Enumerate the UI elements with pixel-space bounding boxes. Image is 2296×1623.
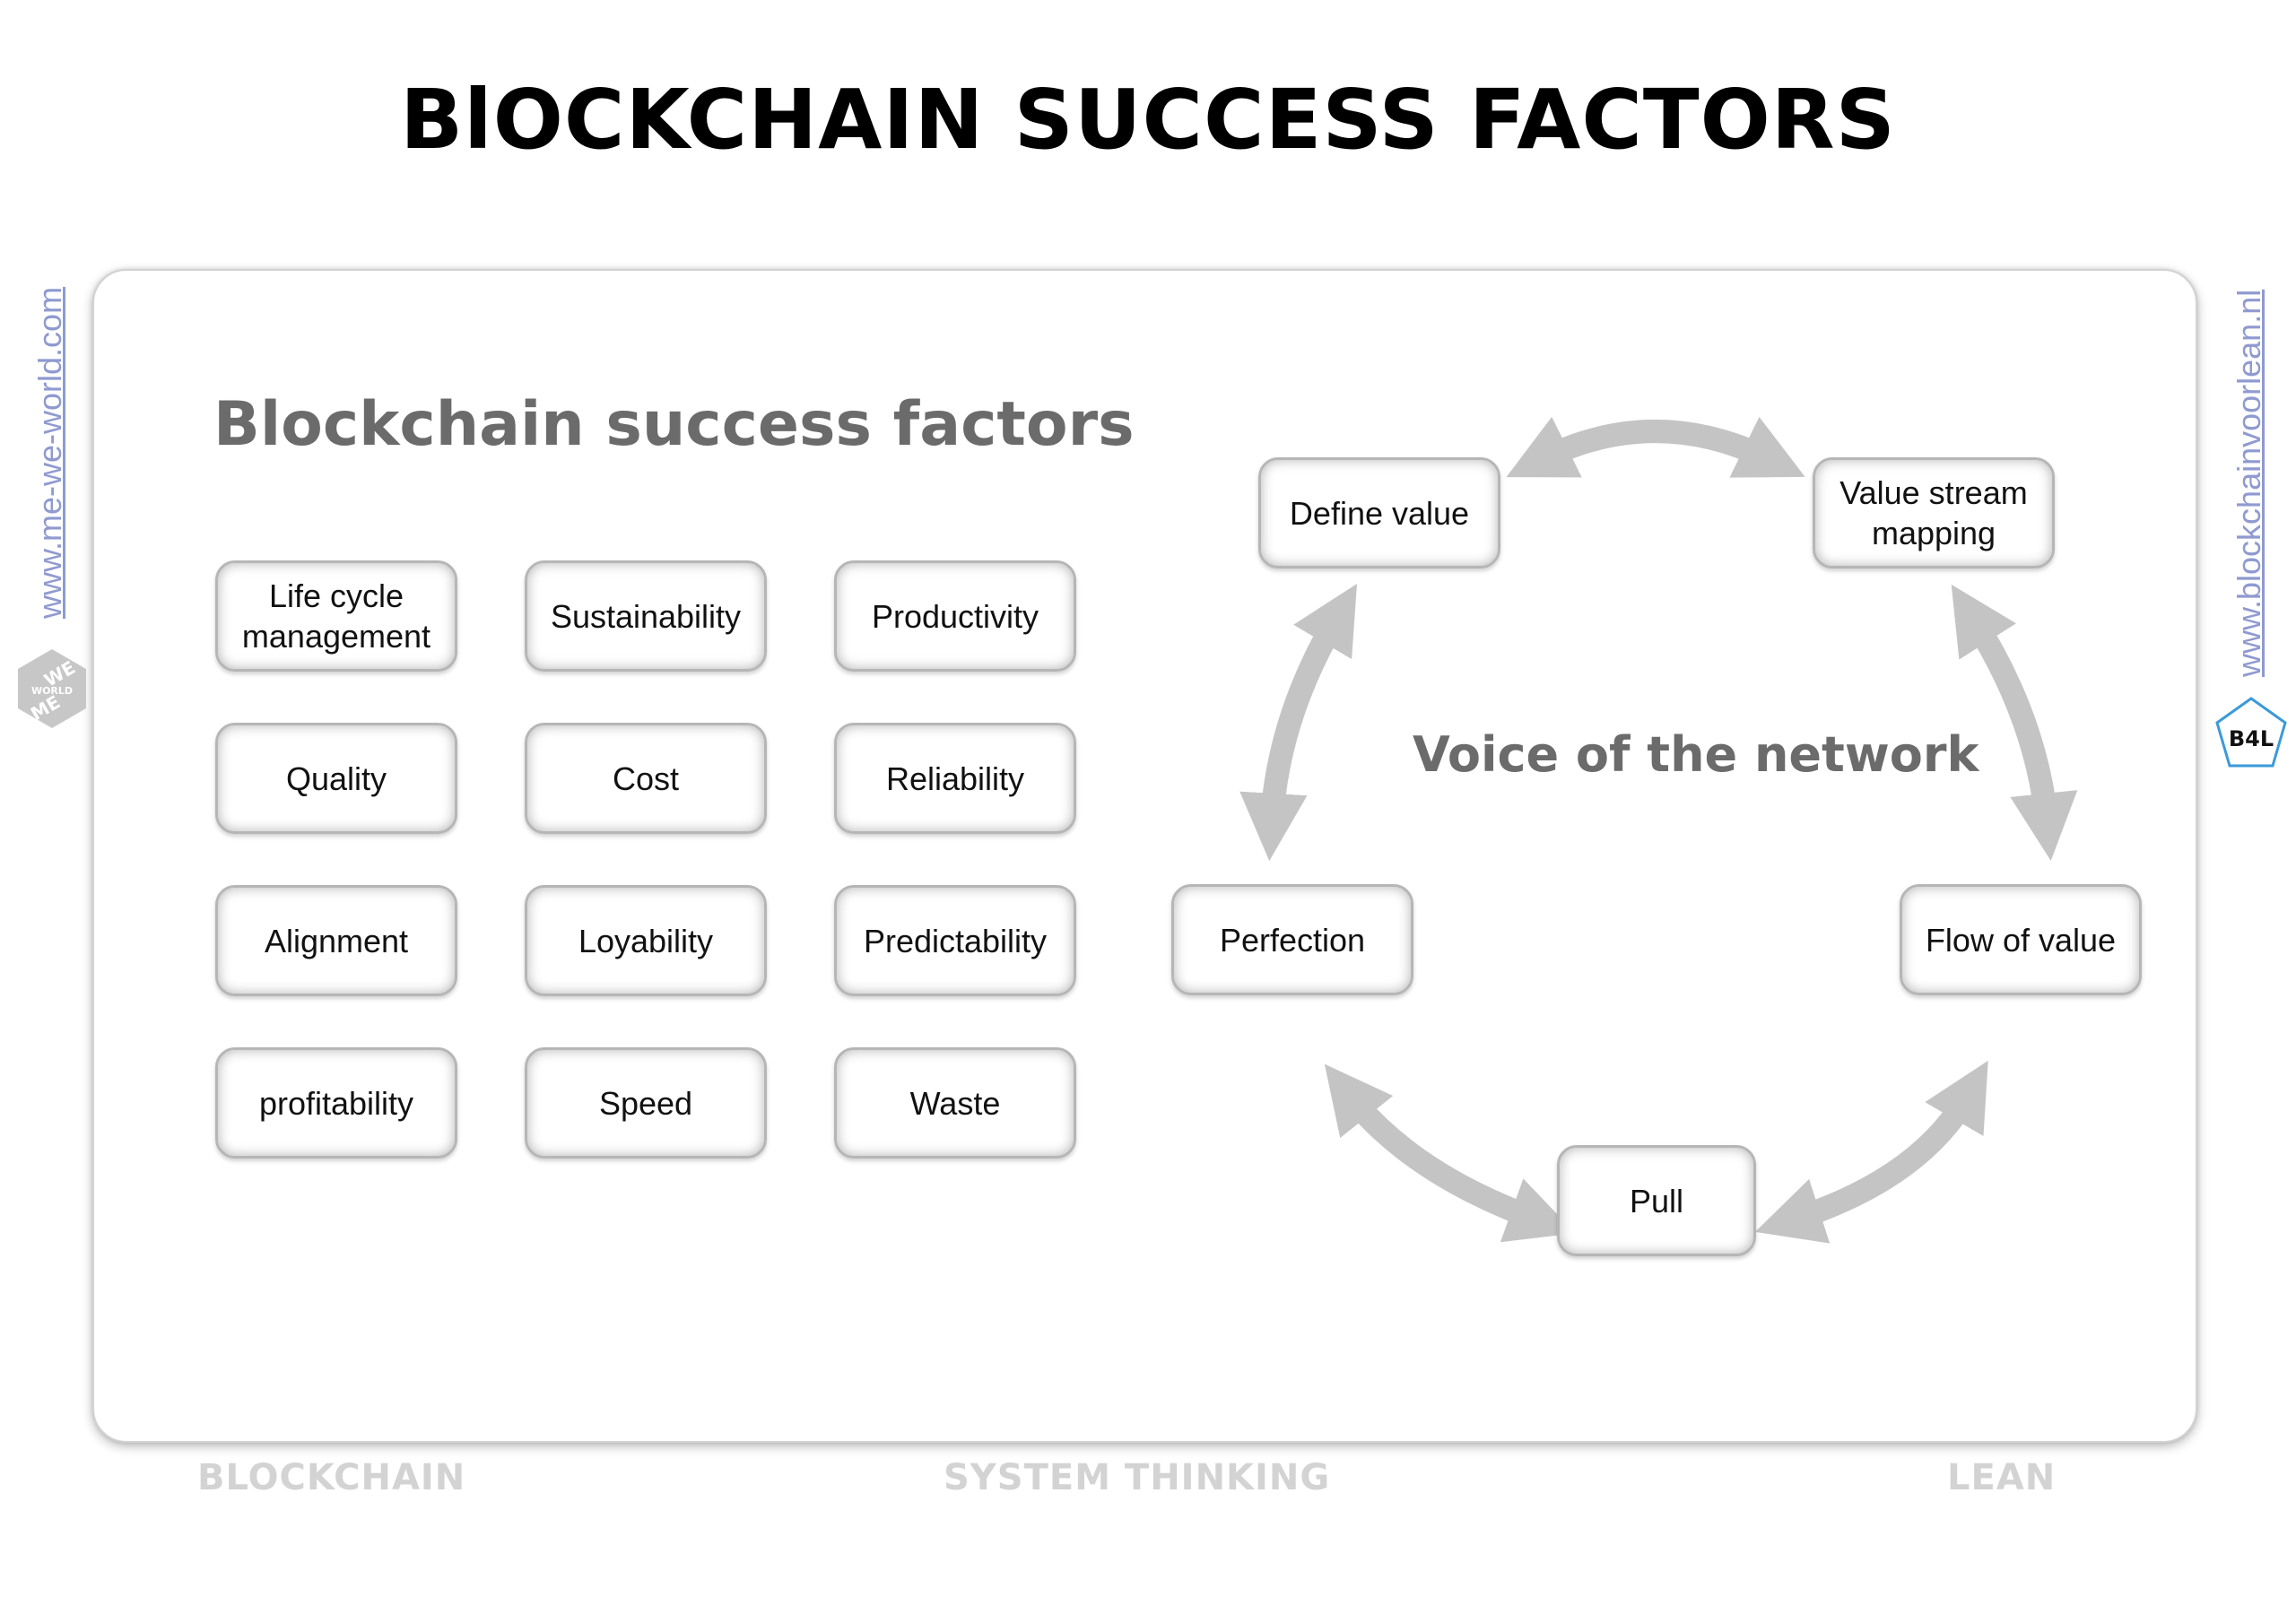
factor-waste: Waste bbox=[834, 1047, 1076, 1159]
cycle-value-stream-mapping: Value stream mapping bbox=[1813, 457, 2055, 568]
factor-predictability: Predictability bbox=[834, 885, 1076, 996]
arrow-flow-to-pull bbox=[1754, 1060, 1988, 1244]
footer-lean: LEAN bbox=[1947, 1457, 2057, 1498]
page-title: BlOCKCHAIN SUCCESS FACTORS bbox=[400, 72, 1896, 168]
factor-quality: Quality bbox=[215, 723, 457, 834]
cycle-pull: Pull bbox=[1557, 1145, 1756, 1256]
footer-blockchain: BLOCKCHAIN bbox=[197, 1457, 466, 1498]
factor-profitability: profitability bbox=[215, 1047, 457, 1159]
right-website-link[interactable]: www.blockchainvoorlean.nl bbox=[2231, 289, 2267, 677]
factor-speed: Speed bbox=[525, 1047, 767, 1159]
factor-productivity: Productivity bbox=[834, 560, 1076, 672]
factor-life-cycle-management: Life cycle management bbox=[215, 560, 457, 672]
me-we-world-logo-icon: WE WORLD ME bbox=[18, 649, 86, 728]
cycle-perfection: Perfection bbox=[1171, 884, 1413, 995]
footer-system-thinking: SYSTEM THINKING bbox=[944, 1457, 1331, 1498]
cycle-define-value: Define value bbox=[1258, 457, 1500, 568]
arrow-valuestream-to-flow bbox=[1951, 584, 2078, 861]
arrow-pull-to-perfection bbox=[1324, 1063, 1576, 1243]
cycle-flow-of-value: Flow of value bbox=[1900, 884, 2142, 995]
factor-alignment: Alignment bbox=[215, 885, 457, 996]
right-logo-text: B4L bbox=[2229, 726, 2274, 751]
cycle-center-label: Voice of the network bbox=[1413, 726, 1979, 783]
arrow-define-to-valuestream bbox=[1506, 416, 1805, 478]
factor-reliability: Reliability bbox=[834, 723, 1076, 834]
left-website-link[interactable]: www.me-we-world.com bbox=[31, 286, 68, 619]
left-logo-text-mid: WORLD bbox=[31, 685, 73, 697]
arrow-perfection-to-define bbox=[1239, 584, 1358, 862]
b4l-logo-icon: B4L bbox=[2215, 697, 2287, 768]
factor-cost: Cost bbox=[525, 723, 767, 834]
factor-loyability: Loyability bbox=[525, 885, 767, 996]
section-title: Blockchain success factors bbox=[213, 389, 1135, 460]
factor-sustainability: Sustainability bbox=[525, 560, 767, 672]
